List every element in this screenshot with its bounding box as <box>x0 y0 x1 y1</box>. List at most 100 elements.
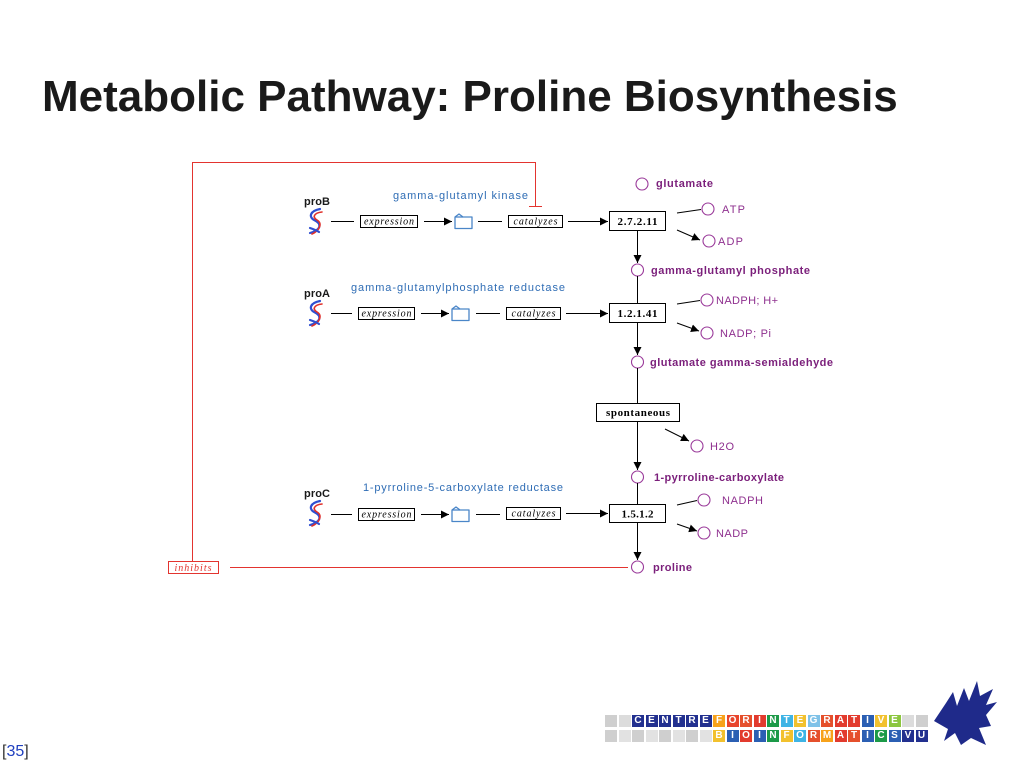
metabolite-node <box>630 263 645 277</box>
logo-blank-cell <box>672 730 685 742</box>
cofactor-node <box>697 493 711 507</box>
logo-letter-cell: F <box>713 715 725 727</box>
cofactor-node <box>700 326 714 340</box>
dna-icon <box>308 499 324 528</box>
slide-title: Metabolic Pathway: Proline Biosynthesis <box>42 72 898 121</box>
logo-letter-cell: E <box>794 715 806 727</box>
inhibition-line <box>192 162 536 206</box>
gene-row-proB: proB expression catalyzes gamma-glutamyl… <box>304 190 608 236</box>
reaction-ec-label: 1.2.1.41 <box>618 308 658 320</box>
logo-letter-cell: A <box>834 730 847 742</box>
enzyme-name: gamma-glutamyl kinase <box>393 190 528 202</box>
logo-letter-cell: N <box>767 715 779 727</box>
catalyzes-box <box>506 307 561 320</box>
cofactor-node <box>690 439 704 453</box>
inhibits-box <box>168 561 219 574</box>
page-number-bracket-open: [ <box>2 743 7 760</box>
expression-label: expression <box>362 309 412 320</box>
gene-row-proC: proC expression catalyzes 1-pyrroline-5-… <box>304 482 608 528</box>
metabolite-label: proline <box>653 562 692 574</box>
logo-letter-cell: T <box>848 730 860 742</box>
dna-icon <box>308 299 324 328</box>
logo-blank-cell <box>632 730 644 742</box>
logo-blank-cell <box>645 730 658 742</box>
cofactor-label: NADPH <box>722 495 763 507</box>
metabolite-label: glutamate gamma-semialdehyde <box>650 357 833 369</box>
logo-letter-cell: U <box>915 730 928 742</box>
cofactor-arrow <box>664 428 690 442</box>
logo-letter-cell: O <box>726 715 739 727</box>
catalyzes-box <box>506 507 561 520</box>
cofactor-link <box>676 500 698 506</box>
cofactor-label: H2O <box>710 441 734 453</box>
reaction-ec-label: 1.5.1.2 <box>622 509 655 521</box>
metabolite-label: gamma-glutamyl phosphate <box>651 265 810 277</box>
logo-letter-cell: T <box>780 715 793 727</box>
gene-label: proC <box>304 488 330 500</box>
catalyzes-label: catalyzes <box>512 509 556 520</box>
cofactor-link <box>676 300 701 305</box>
expression-box <box>358 508 415 521</box>
catalyzes-label: catalyzes <box>514 217 558 228</box>
metabolite-node <box>630 560 645 574</box>
catalyzes-label: catalyzes <box>512 309 556 320</box>
logo-letter-cell: F <box>780 730 793 742</box>
metabolite-label: glutamate <box>656 178 713 190</box>
metabolite-node <box>635 177 649 191</box>
cofactor-label: ADP <box>718 236 743 248</box>
protein-icon <box>454 213 473 230</box>
logo-letter-cell: B <box>713 730 725 742</box>
protein-icon <box>451 506 470 523</box>
catalyzes-box <box>508 215 563 228</box>
reaction-ec-label: 2.7.2.11 <box>618 216 658 228</box>
logo-letter-cell: S <box>888 730 901 742</box>
gene-label: proB <box>304 196 330 208</box>
logo-letter-cell: I <box>726 730 739 742</box>
cofactor-arrow <box>676 523 698 533</box>
cofactor-arrow <box>676 229 701 241</box>
enzyme-name: 1-pyrroline-5-carboxylate reductase <box>363 482 563 494</box>
logo-blank-cell <box>618 715 631 727</box>
logo-letter-cell: I <box>753 715 766 727</box>
vu-griffin-logo-icon <box>934 681 997 745</box>
logo-letter-cell: E <box>699 715 712 727</box>
logo-blank-cell <box>605 715 617 727</box>
metabolite-label: 1-pyrroline-carboxylate <box>654 472 784 484</box>
metabolite-node <box>630 470 645 484</box>
cofactor-link <box>676 209 702 214</box>
logo-blank-cell <box>699 730 712 742</box>
logo-letter-cell: V <box>875 715 887 727</box>
gene-row-proA: proA expression catalyzes gamma-glutamyl… <box>304 282 608 328</box>
logo-letter-cell: I <box>861 730 874 742</box>
inhibits-label: inhibits <box>175 563 212 574</box>
logo-letter-cell: O <box>740 730 752 742</box>
cofactor-label: ATP <box>722 204 745 216</box>
logo-blank-cell <box>659 730 671 742</box>
page-number-bracket-close: ] <box>24 743 29 760</box>
logo-letter-cell: T <box>848 715 860 727</box>
page-number-value[interactable]: 35 <box>6 743 25 760</box>
logo-letter-cell: N <box>767 730 779 742</box>
reaction-spontaneous-label: spontaneous <box>606 407 671 419</box>
page-number[interactable]: [35] <box>2 742 29 762</box>
logo-letter-cell: V <box>902 730 914 742</box>
feedback-inhibition: inhibits <box>168 162 628 574</box>
cofactor-label: NADPH; H+ <box>716 295 778 307</box>
logo-letter-cell: T <box>672 715 685 727</box>
logo-letter-cell: A <box>834 715 847 727</box>
reaction-box <box>596 403 680 422</box>
cofactor-node <box>697 526 711 540</box>
cofactor-arrow <box>676 322 700 333</box>
reaction-box <box>609 211 666 231</box>
logo-letter-cell: M <box>821 730 833 742</box>
cofactor-label: NADP; Pi <box>720 328 771 340</box>
expression-box <box>358 307 415 320</box>
logo-letter-cell: R <box>686 715 698 727</box>
logo-blank-cell <box>902 715 914 727</box>
expression-label: expression <box>362 510 412 521</box>
cofactor-node <box>702 234 716 248</box>
logo-letter-cell: R <box>807 730 820 742</box>
logo-letter-cell: G <box>807 715 820 727</box>
cofactor-node <box>700 293 714 307</box>
cofactor-node <box>701 202 715 216</box>
